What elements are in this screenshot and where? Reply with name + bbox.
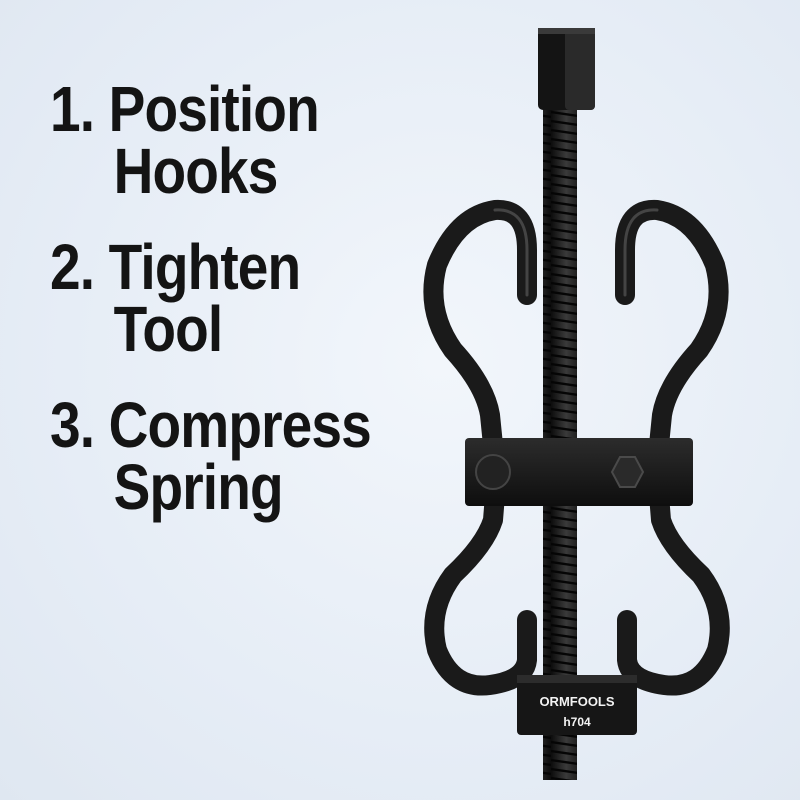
step-2-line2: Tool bbox=[113, 293, 223, 365]
rod-end bbox=[547, 735, 577, 780]
step-3-line1: Compress bbox=[108, 389, 372, 461]
spring-compressor-tool-image: ORMFOOLS h704 bbox=[423, 28, 730, 780]
step-1-line1: Position bbox=[108, 73, 320, 145]
hex-nut bbox=[538, 28, 595, 110]
step-1-line2: Hooks bbox=[113, 135, 279, 207]
step-2-line1: Tighten bbox=[108, 231, 302, 303]
step-3: 3. Compress Spring bbox=[50, 393, 377, 523]
brand-block: ORMFOOLS h704 bbox=[517, 675, 637, 735]
lower-hooks bbox=[424, 485, 730, 696]
step-3-line2: Spring bbox=[113, 451, 284, 523]
clamp-plate bbox=[465, 438, 693, 506]
step-3-number: 3. bbox=[50, 389, 95, 461]
step-1: 1. Position Hooks bbox=[50, 77, 377, 207]
instruction-steps: 1. Position Hooks 2. Tighten Tool 3. Com… bbox=[50, 77, 430, 552]
model-label: h704 bbox=[563, 715, 591, 729]
step-2: 2. Tighten Tool bbox=[50, 235, 377, 365]
step-1-number: 1. bbox=[50, 73, 95, 145]
step-2-number: 2. bbox=[50, 231, 95, 303]
brand-label: ORMFOOLS bbox=[539, 694, 614, 709]
upper-hooks bbox=[423, 199, 729, 455]
